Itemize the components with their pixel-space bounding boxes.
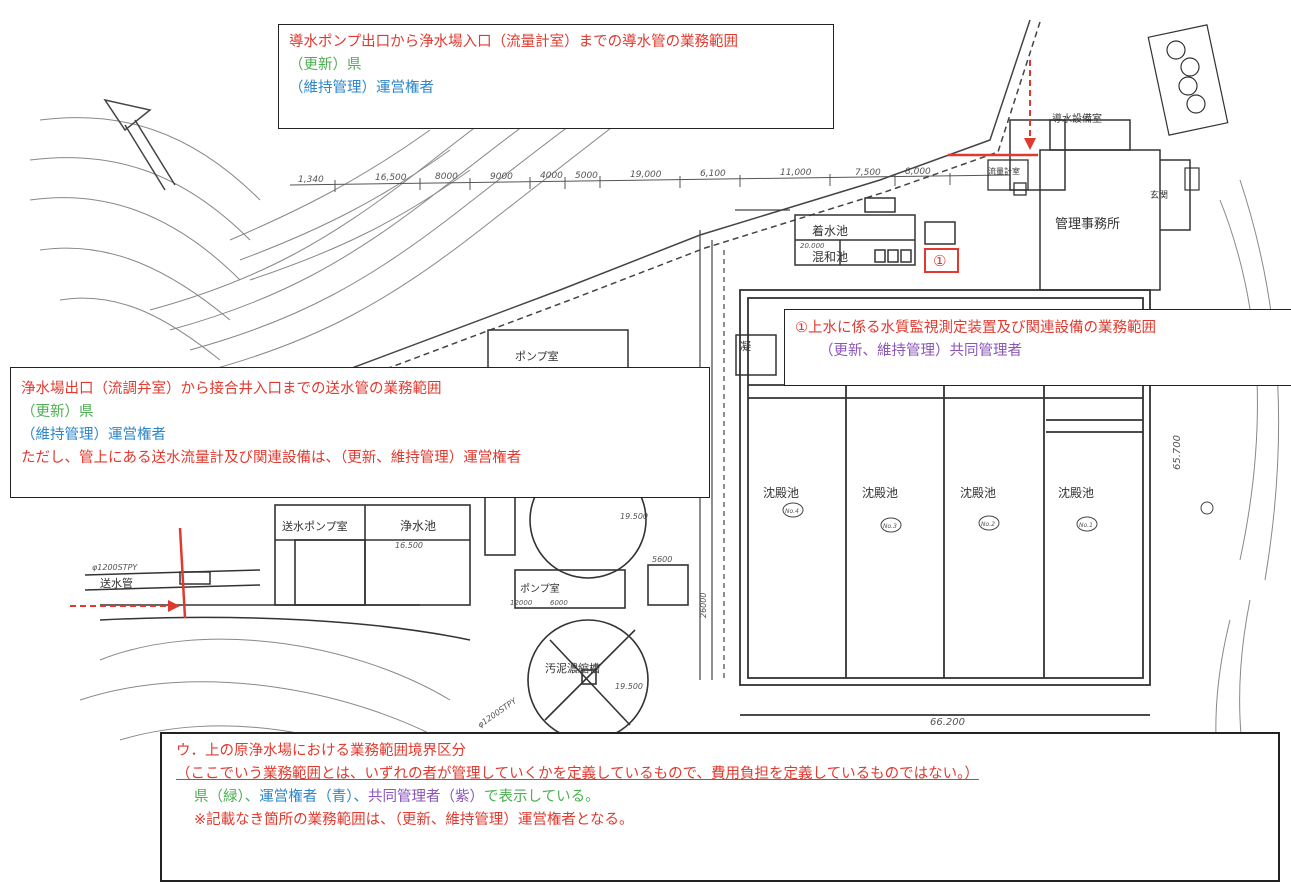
valve-icon <box>1200 501 1214 515</box>
legend-title: ウ．上の原浄水場における業務範囲境界区分 <box>176 743 466 759</box>
legend-sep: 、 <box>244 789 260 805</box>
dim-19500b-label: 19.500 <box>615 682 643 691</box>
dim-6000-label: 6000 <box>550 599 568 607</box>
legend-definition: （ここでいう業務範囲とは、いずれの者が管理していくかを定義しているもので、費用負… <box>176 766 979 782</box>
dim-26000-label: 26000 <box>699 593 708 618</box>
north-arrow-icon <box>103 98 176 191</box>
legend-operator: 運営権者（青） <box>259 789 354 805</box>
receiving-mixing-block <box>794 197 956 266</box>
circular-tanks <box>514 461 689 741</box>
dim-66200-label: 66.200 <box>930 717 965 728</box>
dim-12000-label: 12000 <box>510 599 533 607</box>
flow-meter-room <box>987 159 1029 196</box>
monitor-scope-title: ①上水に係る水質監視測定装置及び関連設備の業務範囲 <box>795 320 1156 336</box>
settling-basin-number: No.4 <box>785 508 799 515</box>
svg-text:8,000: 8,000 <box>905 167 931 177</box>
settling-basin-name: 沈殿池 <box>763 485 799 500</box>
boundary-marker-intake <box>948 60 1038 157</box>
send-pipe-label: 送水管 <box>100 576 133 590</box>
settling-basin-labels: 沈殿池 沈殿池 沈殿池 沈殿池 No.4 No.3 No.2 No.1 <box>763 485 1098 533</box>
outlet-scope-note: ただし、管上にある送水流量計及び関連設備は、（更新、維持管理）運営権者 <box>21 450 522 466</box>
mixing-dim-label: 20.000 <box>800 242 825 250</box>
coagulation-label: 凝 <box>740 339 751 353</box>
sludge-tank-label: 汚泥濃縮槽 <box>545 661 600 675</box>
legend-box: ウ．上の原浄水場における業務範囲境界区分 （ここでいう業務範囲とは、いずれの者が… <box>160 732 1280 882</box>
legend-suffix: で表示している。 <box>484 789 600 805</box>
intake-scope-renew: （更新）県 <box>289 57 362 73</box>
intake-scope-title: 導水ポンプ出口から浄水場入口（流量計室）までの導水管の業務範囲 <box>289 34 739 50</box>
pump-room-2-label: ポンプ室 <box>520 582 560 595</box>
clear-water-dim-label: 16.500 <box>395 541 423 550</box>
pipe-size-2-label: φ1200STPY <box>476 696 519 730</box>
monitor-marker-box <box>924 248 959 273</box>
svg-text:1,340: 1,340 <box>298 175 324 185</box>
dim-19500a-label: 19.500 <box>620 512 648 521</box>
admin-office <box>1039 149 1191 291</box>
boundary-marker-outlet <box>70 527 187 619</box>
svg-text:19,000: 19,000 <box>630 170 662 180</box>
send-pipe <box>84 569 471 641</box>
svg-text:8000: 8000 <box>435 172 458 182</box>
clear-water-block <box>274 494 516 606</box>
svg-text:6,100: 6,100 <box>700 169 726 179</box>
admin-office-label: 管理事務所 <box>1055 217 1120 232</box>
intake-equipment-room-label: 導水設備室 <box>1052 112 1102 125</box>
monitor-marker: ① <box>933 252 946 270</box>
monitor-scope-text: （更新、維持管理）共同管理者 <box>819 343 1022 359</box>
dim-65700-label: 65.700 <box>1172 435 1183 470</box>
send-pump-room-label: 送水ポンプ室 <box>282 519 348 533</box>
legend-color-key: 県（緑）、運営権者（青）、共同管理者（紫）で表示している。 <box>176 786 1264 809</box>
legend-sep: 、 <box>353 789 369 805</box>
legend-joint: 共同管理者（紫） <box>368 789 484 805</box>
intake-scope-maintain: （維持管理）運営権者 <box>289 80 434 96</box>
settling-basin-name: 沈殿池 <box>862 485 898 500</box>
settling-basin-number: No.3 <box>883 523 897 530</box>
top-dimension-labels: 1,340 16,500 8000 9000 4000 5000 19,000 … <box>298 167 931 185</box>
entrance-label: 玄関 <box>1150 189 1168 201</box>
outlet-scope-callout: 浄水場出口（流調弁室）から接合井入口までの送水管の業務範囲 （更新）県 （維持管… <box>10 367 710 498</box>
pump-room-label: ポンプ室 <box>515 349 559 363</box>
svg-text:5000: 5000 <box>575 171 598 181</box>
svg-text:11,000: 11,000 <box>780 168 812 178</box>
legend-note: ※記載なき箇所の業務範囲は、（更新、維持管理）運営権者となる。 <box>194 812 634 828</box>
legend-pref: 県（緑） <box>194 789 245 805</box>
mixing-pond-label: 混和池 <box>812 250 848 264</box>
settling-basin-number: No.1 <box>1079 522 1093 529</box>
storage-tanks <box>1147 24 1229 191</box>
outlet-scope-maintain: （維持管理）運営権者 <box>21 427 166 443</box>
settling-basin-number: No.2 <box>981 521 995 528</box>
receiving-well-label: 着水池 <box>812 223 848 238</box>
svg-text:9000: 9000 <box>490 172 513 182</box>
center-pipes <box>699 209 790 680</box>
svg-text:16,500: 16,500 <box>375 173 407 183</box>
settling-basin-name: 沈殿池 <box>1058 485 1094 500</box>
outlet-scope-renew: （更新）県 <box>21 404 94 420</box>
pipe-size-label: φ1200STPY <box>92 563 138 572</box>
intake-scope-callout: 導水ポンプ出口から浄水場入口（流量計室）までの導水管の業務範囲 （更新）県 （維… <box>278 24 834 129</box>
svg-text:7,500: 7,500 <box>855 168 881 178</box>
monitor-scope-callout: ①上水に係る水質監視測定装置及び関連設備の業務範囲 （更新、維持管理）共同管理者 <box>784 309 1291 386</box>
settling-basin-name: 沈殿池 <box>960 485 996 500</box>
clear-water-tank-label: 浄水池 <box>400 519 436 533</box>
outlet-scope-title: 浄水場出口（流調弁室）から接合井入口までの送水管の業務範囲 <box>21 381 442 397</box>
dim-5600-label: 5600 <box>652 555 672 564</box>
flow-meter-room-label: 流量計室 <box>988 166 1020 176</box>
svg-text:4000: 4000 <box>540 171 563 181</box>
